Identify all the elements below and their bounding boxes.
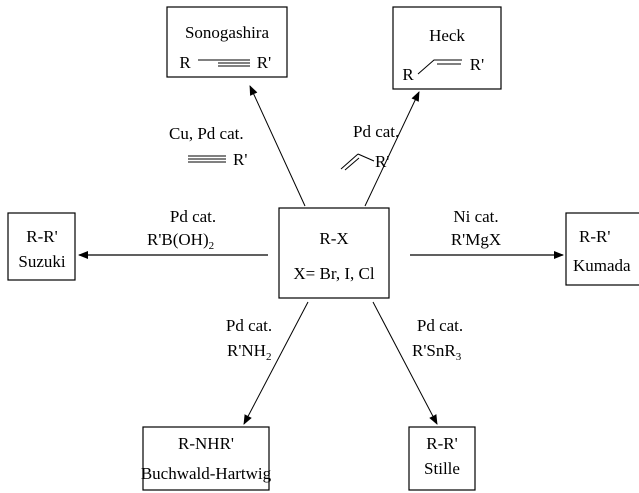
- sonogashira-product-r2: R': [257, 53, 271, 72]
- arrow-to-heck: [364, 91, 420, 207]
- center-halide-note: X= Br, I, Cl: [293, 264, 374, 283]
- arrow-to-buchwald: [243, 301, 309, 425]
- terminal-alkyne-icon: [188, 155, 226, 163]
- center-formula: R-X: [319, 229, 348, 248]
- kumada-reagent-grignard: R'MgX: [451, 230, 501, 249]
- sonogashira-product-r: R: [179, 53, 191, 72]
- sonogashira-reagent-catalyst: Cu, Pd cat.: [169, 124, 244, 143]
- buchwald-reagent-catalyst: Pd cat.: [226, 316, 272, 335]
- kumada-reagent-catalyst: Ni cat.: [453, 207, 498, 226]
- heck-reagent-r: R': [375, 152, 389, 171]
- stille-product: R-R': [426, 434, 457, 453]
- heck-box: Heck R R': [392, 6, 502, 90]
- sonogashira-reagent-r: R': [233, 150, 247, 169]
- center-box: R-X X= Br, I, Cl: [278, 207, 390, 299]
- suzuki-name: Suzuki: [18, 252, 66, 271]
- heck-product-r2: R': [470, 55, 484, 74]
- stille-name: Stille: [424, 459, 460, 478]
- buchwald-reagent-amine: R'NH2: [227, 341, 271, 363]
- stille-reagent-stannane: R'SnR3: [412, 341, 462, 363]
- buchwald-hartwig-box: R-NHR' Buchwald-Hartwig: [141, 426, 272, 491]
- suzuki-reagent-catalyst: Pd cat.: [170, 207, 216, 226]
- alkene-chain-icon: [417, 59, 462, 75]
- triple-bond-icon: [198, 59, 250, 67]
- suzuki-box: R-R' Suzuki: [7, 212, 76, 281]
- alkene-icon: [340, 153, 375, 171]
- suzuki-product: R-R': [26, 227, 57, 246]
- heck-product-r: R: [402, 65, 414, 84]
- suzuki-reagent-boronic-acid: R'B(OH)2: [147, 230, 214, 252]
- kumada-name: Kumada: [573, 256, 631, 275]
- sonogashira-name: Sonogashira: [185, 23, 270, 42]
- arrow-to-stille: [372, 301, 438, 425]
- buchwald-name: Buchwald-Hartwig: [141, 464, 272, 483]
- kumada-product: R-R': [579, 227, 610, 246]
- stille-reagent-catalyst: Pd cat.: [417, 316, 463, 335]
- stille-box: R-R' Stille: [408, 426, 476, 491]
- kumada-box: R-R' Kumada: [565, 212, 639, 286]
- heck-reagent-catalyst: Pd cat.: [353, 122, 399, 141]
- arrow-to-sonogashira: [249, 85, 306, 207]
- heck-name: Heck: [429, 26, 465, 45]
- buchwald-product: R-NHR': [178, 434, 234, 453]
- sonogashira-box: Sonogashira R R': [166, 6, 288, 78]
